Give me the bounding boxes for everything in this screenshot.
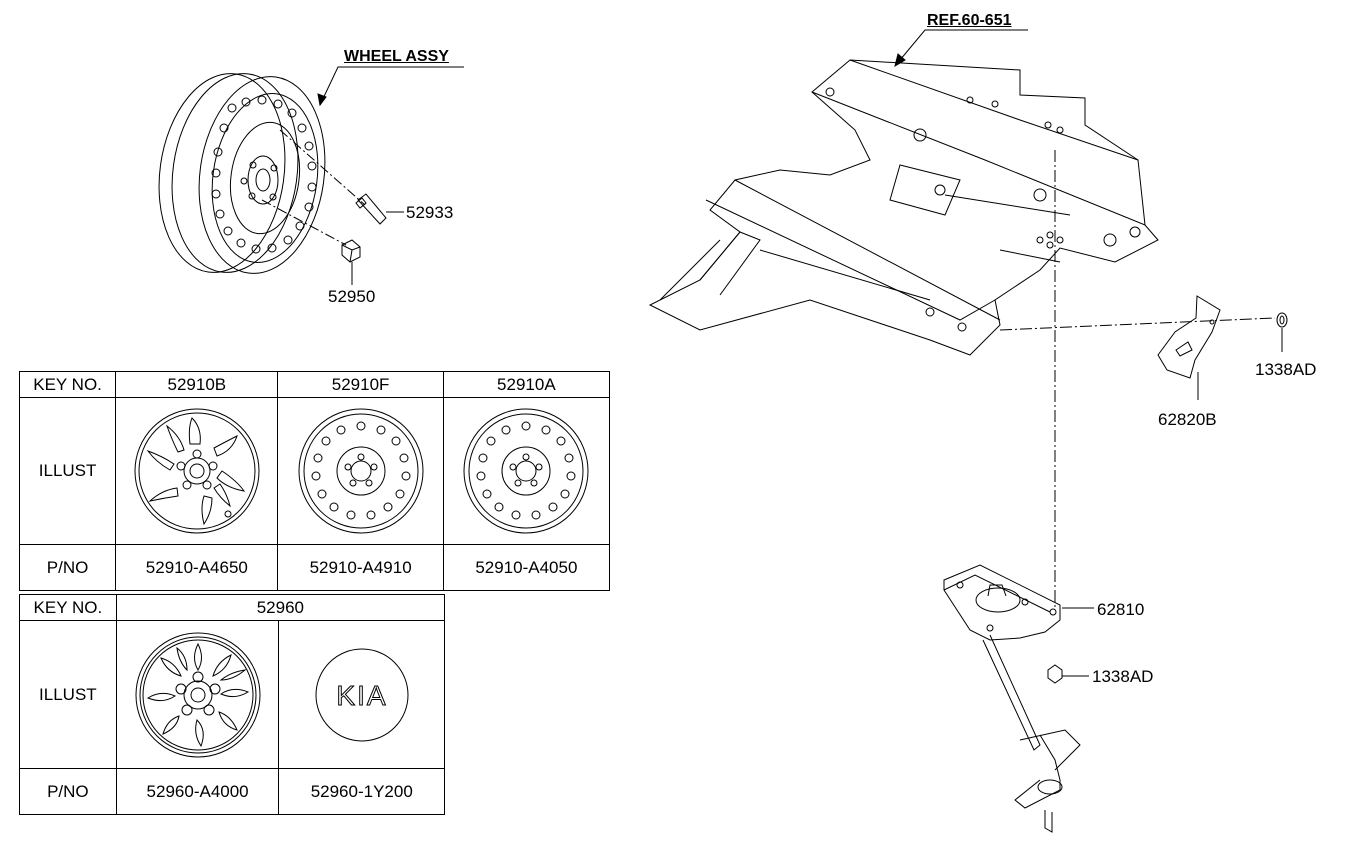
table-row: P/NO 52910-A4650 52910-A4910 52910-A4050 [18, 544, 611, 591]
wheel-assy-label: WHEEL ASSY [344, 48, 449, 65]
table-row: P/NO 52960-A4000 52960-1Y200 [19, 768, 445, 815]
bracket-62820b-drawing-icon [1157, 295, 1288, 400]
kia-center-cap-icon: KIA [315, 648, 409, 741]
illust-cell: KIA [278, 620, 445, 769]
table-row: ILLUST [18, 397, 611, 545]
part-52950-label: 52950 [328, 287, 376, 306]
key-cell: 52960 [115, 594, 446, 621]
wheel-cover-table: KEY NO. 52960 ILLUST [19, 594, 446, 815]
illust-cell [115, 620, 280, 769]
illust-cell [115, 397, 279, 545]
key-no-header: KEY NO. [18, 371, 117, 398]
wheel-options-table: KEY NO. 52910B 52910F 52910A ILLUST [18, 371, 611, 591]
table-row: KEY NO. 52910B 52910F 52910A [18, 371, 611, 398]
pno-header: P/NO [19, 768, 117, 815]
part-62810-label: 62810 [1097, 600, 1145, 619]
part-52933-label: 52933 [406, 203, 454, 222]
key-cell: 52910B [115, 371, 279, 398]
part-number-cell: 52960-A4000 [115, 768, 280, 815]
part-1338ad-top-label: 1338AD [1255, 360, 1317, 379]
alloy-wheel-5-spoke-icon [134, 408, 260, 534]
ref-label: REF.60-651 [927, 12, 1012, 29]
illust-header: ILLUST [18, 397, 117, 545]
illust-cell [277, 397, 444, 545]
part-1338ad-bottom-label: 1338AD [1092, 667, 1154, 686]
wheel-assy-drawing-icon [158, 66, 464, 285]
illust-header: ILLUST [19, 620, 117, 769]
table-row: KEY NO. 52960 [19, 594, 446, 621]
spare-tire-carrier-drawing-icon [943, 564, 1094, 833]
key-cell: 52910A [442, 371, 611, 398]
part-62820b-label: 62820B [1158, 410, 1217, 429]
wheel-cover-icon [135, 632, 261, 757]
key-no-header: KEY NO. [19, 594, 117, 621]
kia-logo: KIA [336, 680, 387, 711]
pno-header: P/NO [18, 544, 117, 591]
part-number-cell: 52910-A4050 [442, 544, 611, 591]
part-number-cell: 52910-A4650 [115, 544, 279, 591]
steel-wheel-icon [463, 408, 589, 534]
steel-wheel-icon [298, 408, 424, 534]
part-number-cell: 52910-A4910 [277, 544, 444, 591]
illust-cell [442, 397, 611, 545]
table-row: ILLUST [19, 620, 445, 769]
key-cell: 52910F [277, 371, 444, 398]
rear-floor-frame-drawing-icon [648, 29, 1276, 608]
part-number-cell: 52960-1Y200 [278, 768, 445, 815]
